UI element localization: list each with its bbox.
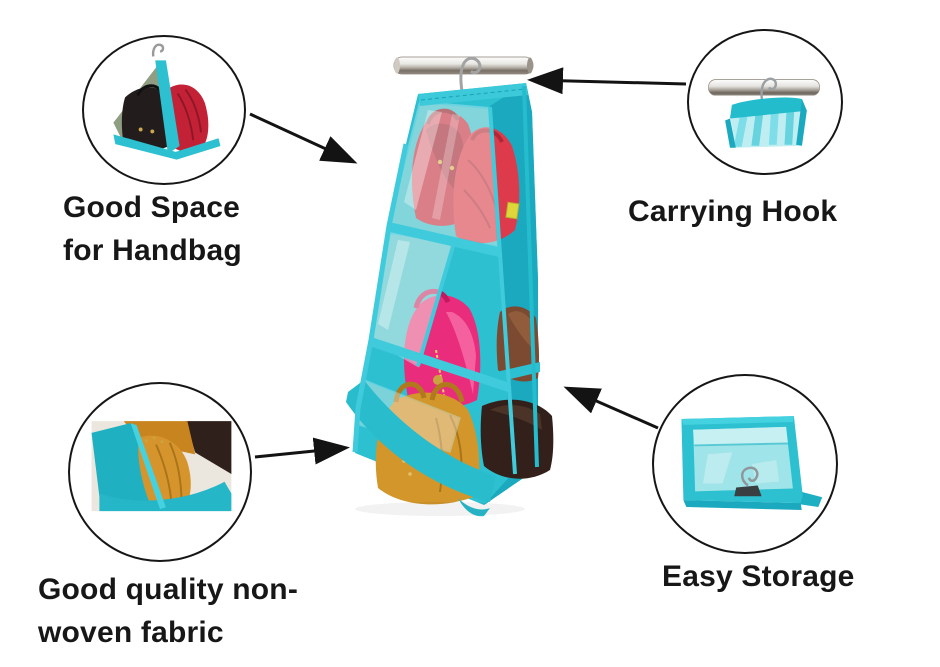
dark-brown-handbag: [480, 399, 554, 479]
inset-easy-storage: [652, 374, 838, 554]
label-fabric-line1: Good quality non-: [38, 573, 299, 606]
fabric-closeup-icon: [91, 421, 232, 512]
teal-trim: [352, 83, 539, 475]
inset-fabric: [68, 382, 252, 562]
label-fabric-line2: woven fabric: [38, 616, 224, 649]
label-good-space-line2: for Handbag: [63, 234, 242, 267]
label-non-woven-fabric: Good quality non- woven fabric: [38, 568, 298, 654]
arrow-good-space: [249, 112, 358, 164]
clear-pocket-top: [387, 100, 500, 249]
organizer-side-view-icon: [113, 43, 221, 160]
folded-organizer-icon: [681, 416, 823, 510]
hook-closeup-icon: [708, 77, 820, 148]
inset-carrying-hook: [687, 29, 843, 175]
label-good-space-line1: Good Space: [63, 191, 241, 224]
red-handbags: [411, 108, 520, 244]
label-good-space: Good Space for Handbag: [63, 186, 242, 272]
main-product-photo: [346, 56, 554, 517]
carrying-hook-icon: [459, 56, 482, 100]
label-easy-storage: Easy Storage: [662, 560, 855, 593]
arrow-fabric: [254, 437, 350, 465]
shadow: [355, 502, 525, 516]
inset-good-space: [82, 35, 246, 185]
label-carrying-hook: Carrying Hook: [628, 195, 838, 228]
brand-tag: [505, 201, 520, 220]
